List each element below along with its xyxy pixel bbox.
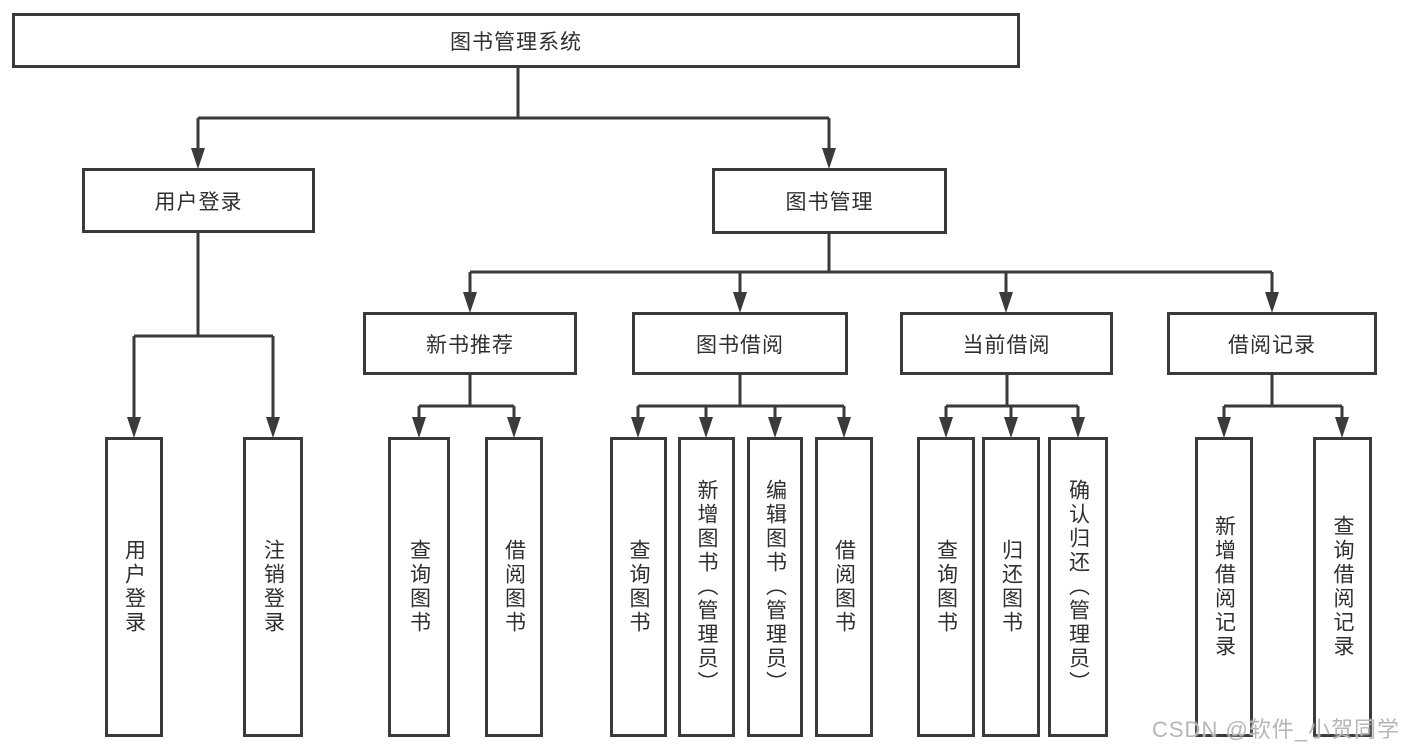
connector-new-book — [412, 375, 521, 438]
leaf-records-query-record: 查询借阅记录 — [1313, 437, 1372, 737]
node-label: 确认归还（管理员） — [1066, 479, 1090, 695]
node-label: 查询借阅记录 — [1331, 515, 1354, 659]
node-root: 图书管理系统 — [12, 13, 1020, 68]
node-current-borrow: 当前借阅 — [900, 312, 1113, 375]
node-label: 新增借阅记录 — [1212, 515, 1236, 659]
node-label: 查询图书 — [934, 539, 958, 635]
leaf-current-confirm-return-admin: 确认归还（管理员） — [1048, 437, 1108, 737]
node-label: 新增图书（管理员） — [695, 479, 718, 695]
leaf-newbook-query-books: 查询图书 — [388, 437, 450, 737]
node-label: 归还图书 — [999, 539, 1023, 635]
leaf-newbook-borrow-books: 借阅图书 — [485, 437, 543, 737]
connector-user-login — [127, 233, 280, 438]
node-new-book-recommend: 新书推荐 — [363, 312, 577, 375]
node-label: 借阅图书 — [832, 539, 856, 635]
node-label: 图书管理系统 — [450, 30, 582, 54]
node-label: 新书推荐 — [426, 333, 514, 357]
leaf-borrow-edit-books-admin: 编辑图书（管理员） — [747, 437, 803, 737]
node-label: 当前借阅 — [962, 333, 1051, 357]
leaf-logout-login: 注销登录 — [243, 437, 303, 737]
node-book-borrow: 图书借阅 — [632, 312, 848, 375]
leaf-borrow-borrow-books: 借阅图书 — [815, 437, 873, 737]
leaf-current-query-books: 查询图书 — [917, 437, 975, 737]
leaf-borrow-add-books-admin: 新增图书（管理员） — [678, 437, 735, 737]
connector-current-borrow — [939, 375, 1085, 438]
connector-book-borrow — [631, 375, 851, 438]
node-label: 图书借阅 — [696, 333, 784, 357]
node-label: 查询图书 — [407, 539, 431, 635]
leaf-borrow-query-books: 查询图书 — [610, 437, 667, 737]
leaf-user-login: 用户登录 — [105, 437, 163, 737]
leaf-current-return-books: 归还图书 — [982, 437, 1040, 737]
csdn-watermark: CSDN @软件_小贺同学 — [1152, 717, 1401, 742]
node-user-login: 用户登录 — [82, 168, 315, 233]
connector-root — [191, 68, 836, 169]
leaf-records-add-record: 新增借阅记录 — [1195, 437, 1253, 737]
node-label: 编辑图书（管理员） — [763, 479, 787, 695]
node-label: 查询图书 — [627, 539, 650, 635]
node-label: 图书管理 — [785, 191, 874, 214]
connector-book-management — [463, 234, 1279, 313]
connector-borrow-records — [1217, 375, 1349, 438]
node-borrow-records: 借阅记录 — [1167, 312, 1377, 375]
node-label: 注销登录 — [261, 539, 285, 635]
node-label: 借阅记录 — [1228, 333, 1316, 357]
node-label: 借阅图书 — [502, 539, 526, 635]
node-book-management: 图书管理 — [712, 168, 947, 234]
node-label: 用户登录 — [154, 190, 243, 214]
node-label: 用户登录 — [122, 539, 146, 635]
